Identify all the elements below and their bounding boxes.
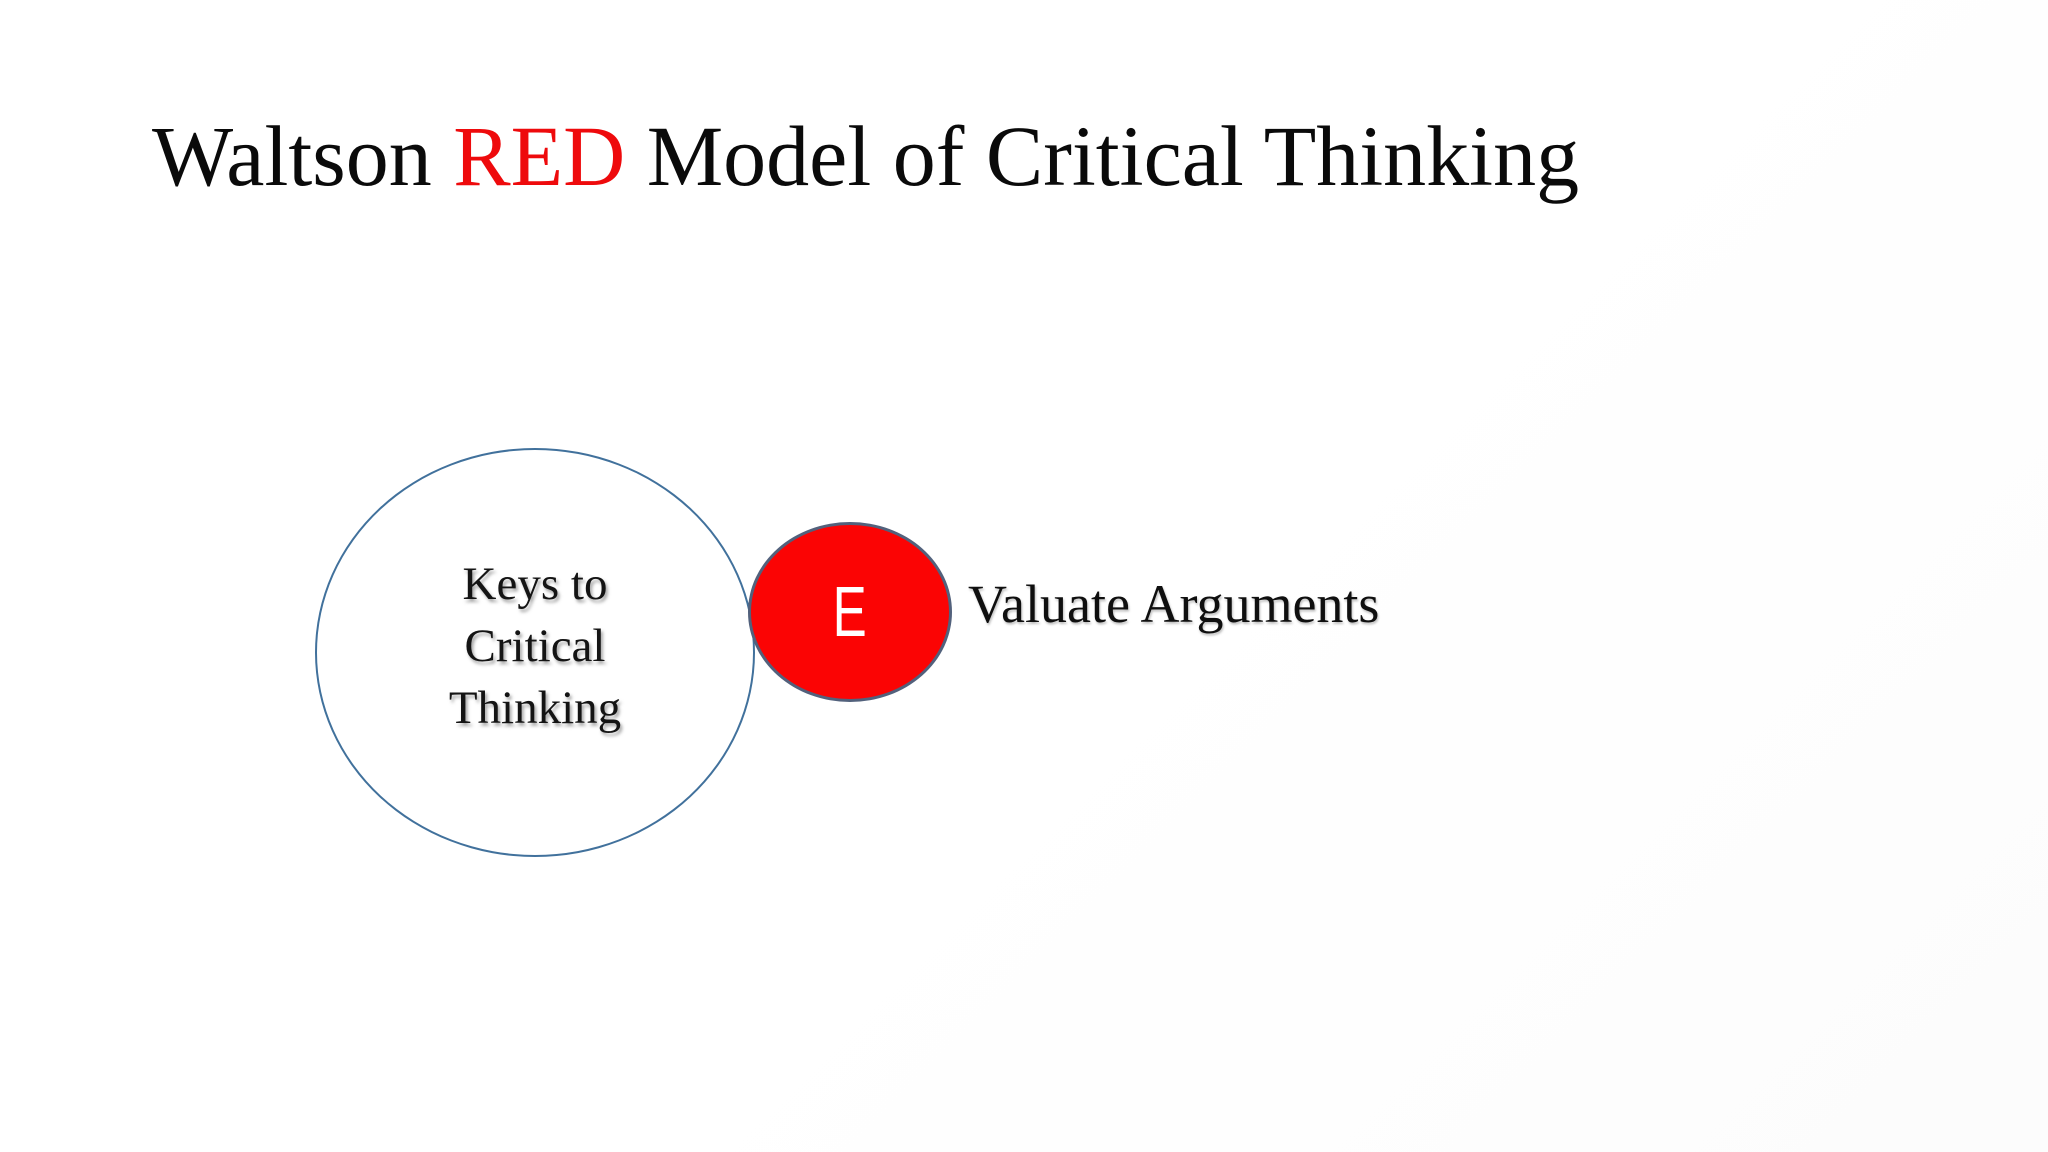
- keys-label-line-3: Thinking: [448, 682, 622, 734]
- red-node-letter: E: [832, 572, 868, 652]
- keys-circle-label: Keys to Critical Thinking: [315, 553, 755, 739]
- keys-label-line-1: Keys to: [462, 558, 608, 610]
- slide-title: Waltson RED Model of Critical Thinking: [152, 106, 1579, 206]
- red-node-shape: E: [748, 522, 952, 702]
- keys-label-line-2: Critical: [464, 620, 606, 672]
- keys-circle-shape: [315, 448, 755, 857]
- red-node-caption: Valuate Arguments: [968, 574, 1380, 634]
- title-part2: Model of Critical Thinking: [625, 108, 1580, 204]
- title-part1: Waltson: [152, 108, 454, 204]
- title-red-word: RED: [453, 108, 626, 204]
